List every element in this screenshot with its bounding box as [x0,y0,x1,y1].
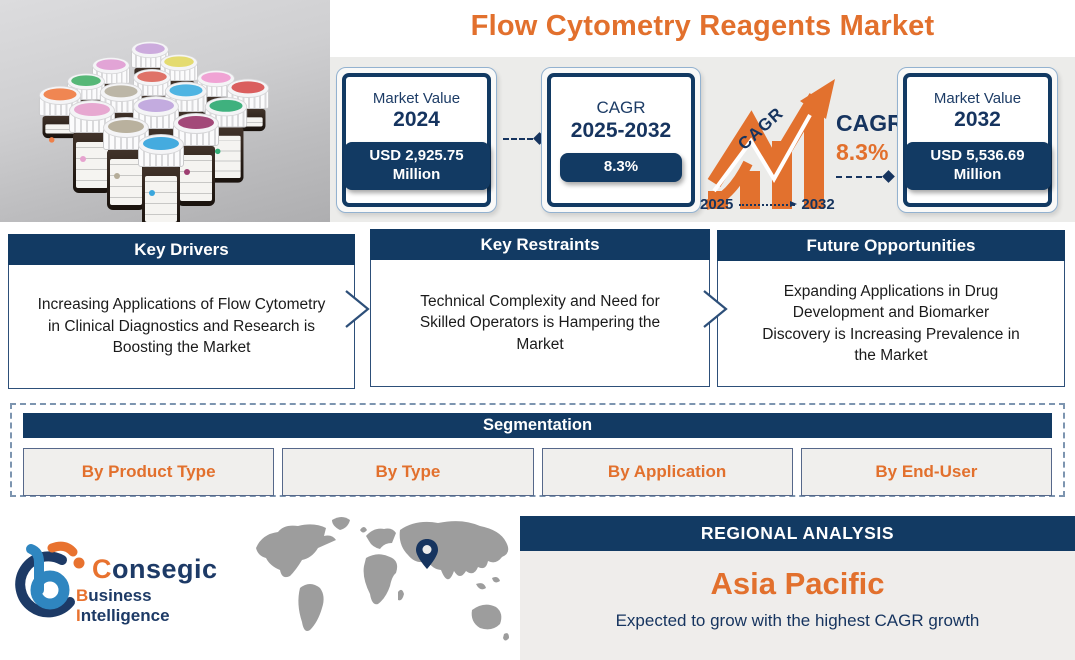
cagr-callout-value: 8.3% [836,139,889,165]
market-value-2024-label: Market Value [372,90,461,108]
market-value-2024-value: USD 2,925.75 Million [343,142,490,190]
future-opportunities-text: Expanding Applications in Drug Developme… [717,261,1065,387]
cagr-box-year: 2025-2032 [570,119,672,143]
page-title: Flow Cytometry Reagents Market [470,10,935,42]
key-drivers-panel: Key Drivers Increasing Applications of F… [8,234,355,389]
reagent-vial [69,100,115,193]
regional-analysis-header: REGIONAL ANALYSIS [520,516,1075,551]
cagr-callout: CAGR 8.3% [836,110,906,183]
segment-by-product-type: By Product Type [23,448,275,496]
regional-analysis-body: Asia Pacific Expected to grow with the h… [520,551,1075,660]
market-value-2032-box: Market Value 2032 USD 5,536.69 Million [897,67,1058,213]
logo-tagline: Business Intelligence [76,586,170,625]
cagr-box-label: CAGR [596,98,646,118]
future-opportunities-panel: Future Opportunities Expanding Applicati… [717,230,1065,387]
market-value-2032-year: 2032 [954,108,1001,132]
logo-name: Consegic [92,554,218,584]
location-pin-icon [416,539,438,569]
market-value-2032-label: Market Value [933,90,1022,108]
axis-end-year: 2032 [801,196,835,213]
reagent-vial [103,117,149,210]
axis-start-year: 2025 [700,196,734,213]
chevron-right-icon [703,290,728,328]
reagent-vial [138,134,184,222]
consegic-logo: Consegic Business Intelligence [12,538,242,638]
chevron-right-icon [345,290,370,328]
region-subtitle: Expected to grow with the highest CAGR g… [615,611,980,630]
product-photo [0,0,330,222]
key-drivers-text: Increasing Applications of Flow Cytometr… [8,265,355,389]
segmentation-section: Segmentation By Product Type By Type By … [10,403,1065,497]
cagr-callout-label: CAGR [836,110,904,136]
key-drivers-title: Key Drivers [8,234,355,265]
segmentation-items: By Product Type By Type By Application B… [23,448,1052,496]
growth-chart-icon [704,79,835,210]
key-restraints-panel: Key Restraints Technical Complexity and … [370,229,710,387]
key-restraints-text: Technical Complexity and Need for Skille… [370,260,710,387]
segmentation-title: Segmentation [23,413,1052,438]
growth-axis: 2025 2032 [700,196,835,213]
world-map [256,517,509,641]
stats-strip: Market Value 2024 USD 2,925.75 Million C… [330,57,1075,222]
connector-dashed-diamond [503,132,546,145]
axis-arrow [739,201,798,207]
connector-dashed-diamond [836,170,895,183]
segment-by-end-user: By End-User [800,448,1052,496]
cagr-box: CAGR 2025-2032 8.3% [541,67,701,213]
market-value-2024-year: 2024 [393,108,440,132]
cagr-box-value: 8.3% [560,153,682,182]
segment-by-application: By Application [541,448,793,496]
segment-by-type: By Type [282,448,534,496]
future-opportunities-title: Future Opportunities [717,230,1065,261]
region-name: Asia Pacific [710,566,885,601]
key-restraints-title: Key Restraints [370,229,710,260]
market-value-2032-value: USD 5,536.69 Million [904,142,1051,190]
market-value-2024-box: Market Value 2024 USD 2,925.75 Million [336,67,497,213]
consegic-logo-mark-icon [15,541,85,618]
